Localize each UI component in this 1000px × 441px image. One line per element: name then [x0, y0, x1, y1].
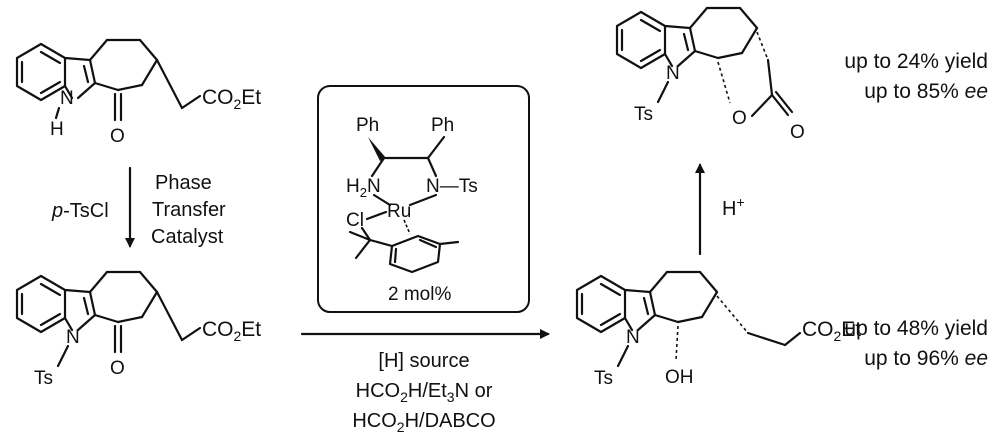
- ester-label: CO2Et: [202, 86, 261, 112]
- acid-reagent: H+: [722, 194, 745, 220]
- carbonyl-oxygen-label: O: [790, 122, 805, 143]
- nh-nitrogen-label: N: [60, 88, 74, 109]
- catalyst-loading: 2 mol%: [388, 284, 451, 305]
- chloride-label: Cl: [346, 210, 364, 231]
- catalyst-box: Ph Ph H2N N—Ts Ru Cl 2 mol%: [317, 85, 530, 313]
- alcohol-results: up to 48% yield up to 96% ee: [844, 317, 988, 370]
- formic-triethylamine-label: HCO2H/Et3N or: [356, 380, 493, 405]
- nts-label: N—Ts: [426, 176, 478, 197]
- lactone-yield: up to 24% yield: [844, 50, 988, 73]
- ketone-oxygen-label-tosyl: O: [110, 358, 125, 379]
- tosyl-chloride-reagent: p-TsCl: [51, 200, 109, 222]
- compound-alcohol: N Ts OH CO2Et: [575, 270, 861, 389]
- compound-lactone: N Ts O O: [615, 6, 805, 143]
- phenyl-label-2: Ph: [431, 115, 454, 136]
- compound-tosyl: N Ts O CO2Et: [15, 270, 261, 389]
- lactone-ee: up to 85% ee: [864, 80, 988, 103]
- n-label-alcohol: N: [626, 327, 640, 348]
- ptc-line-1: Phase: [155, 172, 212, 194]
- ester-label-tosyl: CO2Et: [202, 318, 261, 344]
- formic-dabco-label: HCO2H/DABCO: [352, 410, 495, 435]
- ring-oxygen-label: O: [732, 108, 747, 129]
- ts-label-lactone: Ts: [634, 104, 653, 125]
- compound-start: N H O CO2Et: [15, 38, 261, 147]
- ruthenium-label: Ru: [387, 201, 411, 222]
- ptc-line-2: Transfer: [152, 199, 226, 221]
- step-reduction: [H] source HCO2H/Et3N or HCO2H/DABCO: [300, 329, 550, 435]
- ester-label-alcohol: CO2Et: [802, 318, 861, 344]
- phenyl-label-1: Ph: [356, 115, 379, 136]
- alcohol-ee: up to 96% ee: [864, 347, 988, 370]
- n-label-lactone: N: [666, 63, 680, 84]
- ts-label-tosyl: Ts: [34, 368, 53, 389]
- ts-label-alcohol: Ts: [594, 368, 613, 389]
- ketone-oxygen-label: O: [110, 126, 125, 147]
- step-tosylation: p-TsCl Phase Transfer Catalyst: [51, 166, 226, 248]
- hydroxyl-label: OH: [665, 367, 694, 388]
- step-lactonization: H+: [695, 163, 745, 256]
- ptc-line-3: Catalyst: [151, 226, 224, 248]
- n-label-tosyl: N: [66, 327, 80, 348]
- h-source-label: [H] source: [378, 350, 469, 372]
- nh-hydrogen-label: H: [50, 119, 64, 140]
- alcohol-yield: up to 48% yield: [844, 317, 988, 340]
- lactone-results: up to 24% yield up to 85% ee: [844, 50, 988, 103]
